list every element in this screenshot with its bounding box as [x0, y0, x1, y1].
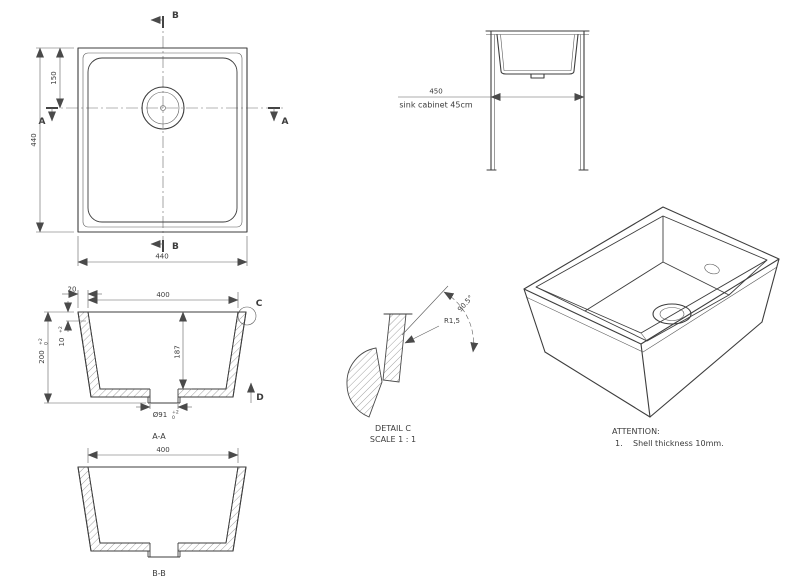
dim-drain-offset-150: 150	[50, 71, 58, 84]
iso-drain-outer	[652, 303, 692, 325]
dim-aa-depth-187: 187	[174, 345, 182, 358]
plan-view: A A B B 440 150 440	[30, 11, 289, 266]
svg-text:+2: +2	[58, 326, 64, 333]
dim-cabinet-450: 450	[429, 88, 442, 96]
iso-body	[523, 258, 780, 418]
iso-inner-rim	[535, 215, 768, 334]
cabinet-outline	[485, 30, 590, 171]
dim-height-440: 440	[30, 133, 38, 146]
note-item-text: Shell thickness 10mm.	[633, 439, 724, 448]
section-bb-dimensions: 400	[87, 446, 239, 463]
section-bb-title: B-B	[152, 569, 166, 578]
svg-text:Ø91: Ø91	[153, 411, 167, 419]
svg-text:0: 0	[44, 342, 50, 345]
detail-c-title: DETAIL C	[375, 424, 411, 433]
section-bb-wall-hatch	[77, 466, 247, 552]
section-a-label-right: A	[282, 117, 289, 127]
plan-rim-edge	[82, 52, 243, 228]
dim-aa-drain-91: Ø91 +2 0	[153, 410, 179, 422]
section-aa-title: A-A	[152, 432, 166, 441]
section-aa-view: 20 400 200 +2 0 10 +2	[38, 286, 264, 442]
isometric-view	[523, 206, 780, 418]
cabinet-dimension: 450 sink cabinet 45cm	[398, 88, 585, 110]
dim-bb-width-400: 400	[156, 446, 169, 454]
plan-outer-edge	[77, 47, 248, 233]
direction-d-letter: D	[256, 393, 263, 403]
plan-sink-outline	[77, 47, 248, 233]
section-aa-dimensions: 20 400 200 +2 0 10 +2	[38, 286, 239, 422]
detail-angle-arc	[443, 291, 479, 353]
section-b-label-top: B	[172, 11, 179, 21]
detail-c-letter: C	[256, 299, 263, 309]
iso-overflow-hole	[704, 263, 720, 275]
cabinet-label: sink cabinet 45cm	[399, 101, 472, 110]
dim-width-440: 440	[155, 253, 168, 261]
iso-rim	[523, 206, 780, 353]
drain-outer-circle	[141, 86, 185, 130]
detail-c-view: 90.5° R1,5 DETAIL C SCALE 1 : 1	[346, 285, 479, 444]
detail-c-marker: C	[237, 299, 263, 326]
direction-d-marker: D	[247, 382, 264, 403]
dim-flange-20: 20	[68, 286, 77, 294]
drain-stub	[530, 73, 545, 79]
section-b-label-bottom: B	[172, 242, 179, 252]
svg-text:+2: +2	[38, 338, 44, 345]
notes: ATTENTION: 1. Shell thickness 10mm.	[612, 427, 724, 448]
note-item-number: 1.	[615, 439, 623, 448]
section-bb-view: 400 B-B	[77, 446, 247, 578]
detail-c-scale: SCALE 1 : 1	[370, 435, 416, 444]
dim-aa-thickness-10: 10 +2	[58, 326, 66, 346]
section-bb-outline	[77, 466, 247, 558]
drain-inner-circle	[146, 91, 180, 125]
sink-bowl-profile	[496, 33, 579, 79]
attention-heading: ATTENTION:	[612, 427, 660, 436]
detail-angle-label: 90.5°	[456, 294, 475, 314]
plan-bowl-edge	[87, 57, 238, 223]
svg-text:+2: +2	[172, 410, 179, 416]
svg-text:0: 0	[172, 415, 175, 421]
iso-bowl-bottom	[584, 261, 730, 342]
dim-aa-height-200: 200 +2 0	[38, 338, 50, 364]
detail-construction-line	[401, 285, 449, 336]
iso-bowl	[535, 216, 768, 342]
plan-dimensions: 440 150 440	[30, 47, 248, 266]
svg-text:200: 200	[38, 350, 46, 363]
dim-aa-width-400: 400	[156, 291, 169, 299]
svg-text:10: 10	[58, 338, 66, 347]
drain-center-mark	[160, 105, 166, 111]
section-b-markers: B B	[150, 11, 179, 252]
detail-c-geometry	[346, 285, 479, 418]
detail-corner-section	[346, 347, 383, 418]
side-view: 450 sink cabinet 45cm	[398, 30, 590, 171]
detail-radius-label: R1,5	[444, 317, 460, 325]
iso-drain-inner	[659, 307, 685, 321]
detail-radius-leader	[404, 325, 440, 344]
detail-wall-section	[382, 313, 407, 383]
section-aa-wall-hatch	[77, 311, 247, 398]
iso-rim-underside	[525, 266, 778, 353]
detail-c-circle	[237, 306, 257, 326]
section-a-label-left: A	[39, 117, 46, 127]
